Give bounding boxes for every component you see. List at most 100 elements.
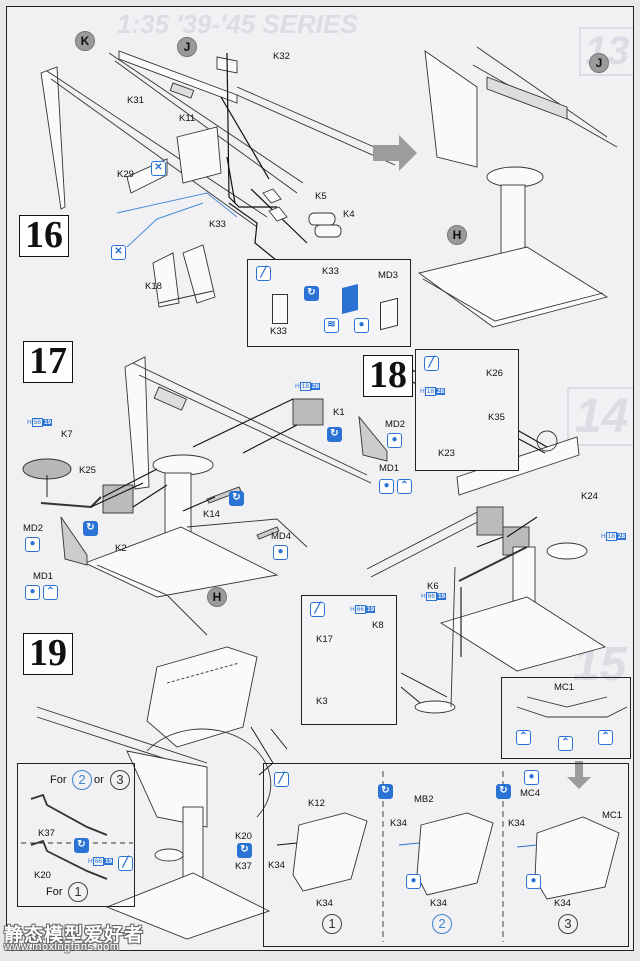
part-label: K23: [438, 448, 455, 459]
cement-not-needed-icon: ✕: [111, 245, 126, 260]
part-label: K2: [115, 543, 127, 554]
option-2-marker: 2: [72, 770, 92, 790]
fold-up-icon: ⌃: [397, 479, 412, 494]
flip-icon: ↻: [229, 491, 244, 506]
part-label: K34: [268, 860, 285, 871]
water-decal-icon: ●: [387, 433, 402, 448]
decal-label: MD2: [23, 523, 44, 534]
water-decal-icon: ●: [354, 318, 369, 333]
part-label: K33: [209, 219, 226, 230]
flip-icon: ↻: [496, 784, 511, 799]
flip-icon: ↻: [83, 521, 98, 536]
shield-variant-3: [516, 816, 620, 900]
water-decal-icon: ●: [406, 874, 421, 889]
part-label: K7: [61, 429, 73, 440]
part-label: K4: [343, 209, 355, 220]
part-label: K17: [316, 634, 333, 645]
decal-label: MB2: [414, 794, 434, 805]
part-label: K32: [273, 51, 290, 62]
ghost-step-14: 14: [567, 387, 633, 446]
option-or-label: or: [94, 774, 104, 786]
part-label: K34: [316, 898, 333, 909]
water-decal-icon: ●: [25, 537, 40, 552]
part-label: K20: [235, 831, 252, 842]
fold-up-icon: ⌃: [598, 730, 613, 745]
cement-icon: ╱: [118, 856, 133, 871]
step-18-number: 18: [363, 355, 413, 397]
flip-icon: ↻: [304, 286, 319, 301]
part-k33-drawing: [272, 294, 288, 324]
option-for-label: For: [50, 774, 67, 786]
step-19-number: 19: [23, 633, 73, 675]
part-label: K37: [38, 828, 55, 839]
decal-label: MC1: [554, 682, 575, 693]
watermark-cn: 静态模型爱好者: [4, 925, 145, 946]
step16-gun-frame: [40, 50, 398, 308]
mc1-fold-box: MC1 ⌃ ⌃ ⌃: [501, 677, 631, 759]
shield-variants-box: ╱ ↻ ↻ ● ● ● K12 K34 K34 1 MB2 K34 K34 2 …: [263, 763, 629, 947]
subassembly-h-marker: H: [207, 587, 227, 607]
part-label: K33: [322, 266, 339, 277]
part-label: K34: [430, 898, 447, 909]
step17-assembly: [22, 356, 388, 636]
part-label: K6: [427, 581, 439, 592]
cement-not-needed-icon: ✕: [151, 161, 166, 176]
step-16-number: 16: [19, 215, 69, 257]
part-label: K34: [390, 818, 407, 829]
part-label: K5: [315, 191, 327, 202]
part-label: K12: [308, 798, 325, 809]
shield-variant-1: [276, 812, 368, 892]
decal-label: MD1: [379, 463, 400, 474]
part-label: K37: [235, 861, 252, 872]
fold-up-icon: ⌃: [43, 585, 58, 600]
part-label: K25: [79, 465, 96, 476]
part-label: K1: [333, 407, 345, 418]
fold-up-icon: ⌃: [516, 730, 531, 745]
part-label: K3: [316, 696, 328, 707]
water-decal-icon: ●: [526, 874, 541, 889]
decal-md3-drawing: [380, 297, 398, 331]
decal-label: MD3: [378, 270, 399, 281]
line-art: [21, 46, 628, 942]
part-label: K34: [508, 818, 525, 829]
series-title-ghost: 1:35 '39-'45 SERIES: [117, 9, 358, 39]
flip-icon: ↻: [74, 838, 89, 853]
part-label: K26: [486, 368, 503, 379]
part-label: K33: [270, 326, 287, 337]
part-label: K8: [372, 620, 384, 631]
variant-2-marker: 2: [432, 914, 452, 934]
variant-1-marker: 1: [322, 914, 342, 934]
option-3-marker: 3: [110, 770, 130, 790]
cement-icon: ╱: [310, 602, 325, 617]
part-label: K20: [34, 870, 51, 881]
option-1-marker: 1: [68, 882, 88, 902]
option-for-label: For: [46, 886, 63, 898]
glue-area-icon: ≋: [324, 318, 339, 333]
part-label: K34: [554, 898, 571, 909]
cement-icon: ╱: [424, 356, 439, 371]
part-k33-blue-face: [342, 284, 358, 314]
decal-label: MC1: [602, 810, 623, 821]
part-label: K11: [179, 113, 196, 124]
flip-icon: ↻: [378, 784, 393, 799]
water-decal-icon: ●: [379, 479, 394, 494]
subassembly-j-marker: J: [589, 53, 609, 73]
instruction-sheet: 1:35 '39-'45 SERIES 13 14 15: [6, 6, 634, 951]
subassembly-h-marker: H: [447, 225, 467, 245]
flip-icon: ↻: [237, 843, 252, 858]
water-decal-icon: ●: [25, 585, 40, 600]
decal-label: MC4: [520, 788, 541, 799]
decal-label: MD2: [385, 419, 406, 430]
subassembly-j-marker: J: [177, 37, 197, 57]
part-label: K14: [203, 509, 220, 520]
part-label: K29: [117, 169, 134, 180]
